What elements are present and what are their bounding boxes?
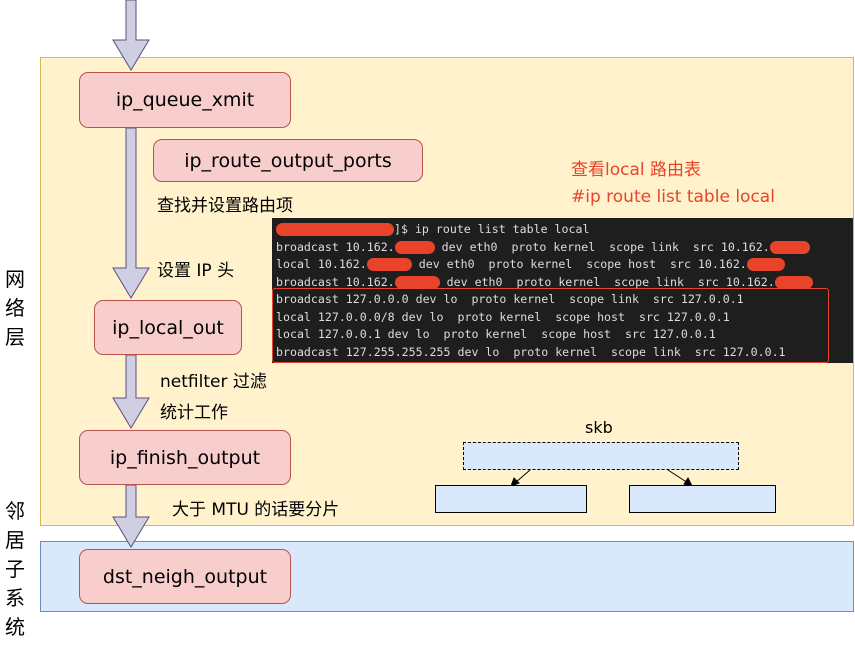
local-table-title: 查看local 路由表 [571,160,702,180]
terminal-line: local 127.0.0.0/8 dev lo proto kernel sc… [276,309,730,324]
skb-fragment-2 [629,485,776,513]
ip-queue-xmit-box: ip_queue_xmit [79,72,291,128]
terminal-line: broadcast 127.0.0.0 dev lo proto kernel … [276,292,744,306]
arrow-queue-to-local [112,127,150,299]
fragment-label: 大于 MTU 的话要分片 [172,500,340,520]
route-lookup-label: 查找并设置路由项 [157,196,293,216]
skb-label: skb [585,418,613,437]
neighbor-layer-label: 邻居子系统 [5,499,25,639]
dst-neigh-output-box: dst_neigh_output [79,549,291,604]
terminal-line: broadcast 10.162. dev eth0 proto kernel … [276,239,849,257]
terminal-line: local 127.0.0.1 dev lo proto kernel scop… [276,327,716,341]
redacted-host [276,223,394,236]
statistics-label: 统计工作 [160,403,228,423]
ip-finish-output-box: ip_finish_output [79,430,291,485]
ip-route-output-ports-box: ip_route_output_ports [153,139,423,182]
terminal-line: local 10.162. dev eth0 proto kernel scop… [276,256,849,274]
network-layer-label: 网络层 [5,267,25,349]
loopback-routes-highlight [272,288,829,363]
arrow-finish-to-neigh [112,484,150,548]
set-ip-header-label: 设置 IP 头 [157,261,235,281]
terminal-line: broadcast 10.162. dev eth0 proto kernel … [276,274,849,292]
netfilter-label: netfilter 过滤 [160,372,267,392]
skb-box [463,442,739,470]
skb-fragment-1 [435,485,587,513]
skb-split-right [667,469,689,484]
arrow-local-to-finish [112,354,150,429]
terminal-line: broadcast 127.255.255.255 dev lo proto k… [276,344,786,359]
arrow-entry [112,0,150,71]
terminal-prompt-line: ]$ ip route list table local [276,221,849,239]
local-table-command: #ip route list table local [571,187,775,207]
ip-local-out-box: ip_local_out [94,300,242,355]
